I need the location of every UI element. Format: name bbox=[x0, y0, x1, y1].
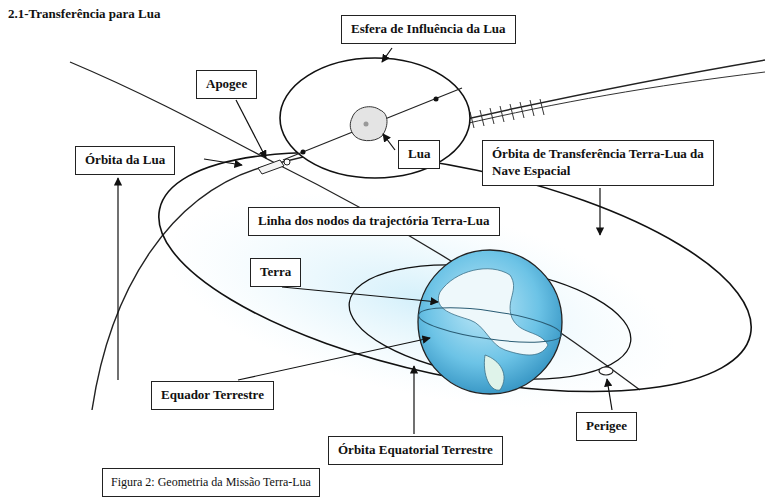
point bbox=[301, 150, 306, 155]
label-box: Perigee bbox=[576, 412, 637, 441]
label-text: Esfera de Influência da Lua bbox=[351, 21, 506, 38]
label-text: Equador Terrestre bbox=[161, 387, 264, 404]
figure-caption: Figura 2: Geometria da Missão Terra-Lua bbox=[102, 468, 320, 497]
label-box: Equador Terrestre bbox=[151, 381, 274, 410]
glow bbox=[146, 153, 694, 447]
perigee-point bbox=[599, 367, 613, 375]
page-title: 2.1-Transferência para Lua bbox=[8, 6, 161, 22]
spacecraft bbox=[258, 159, 290, 174]
label-box: Linha dos nodos da trajectória Terra-Lua bbox=[248, 207, 500, 236]
label-text: Perigee bbox=[586, 418, 627, 435]
label-box: Órbita Equatorial Terrestre bbox=[328, 436, 503, 465]
transfer-orbit bbox=[138, 107, 768, 436]
equatorial-orbit bbox=[342, 249, 638, 395]
label-text: Terra bbox=[260, 264, 291, 281]
label-box: Apogee bbox=[196, 70, 257, 99]
label-text: Linha dos nodos da trajectória Terra-Lua bbox=[258, 213, 490, 230]
label-text: Órbita da Lua bbox=[85, 152, 165, 169]
label-box: Terra bbox=[250, 258, 301, 287]
leader-lines bbox=[118, 48, 612, 434]
label-box: Esfera de Influência da Lua bbox=[341, 15, 516, 44]
label-box: Órbita de Transferência Terra-Lua da Nav… bbox=[482, 140, 714, 186]
label-text: Órbita de Transferência Terra-Lua da Nav… bbox=[492, 146, 704, 180]
sphere-of-influence bbox=[280, 58, 470, 178]
label-box: Órbita da Lua bbox=[75, 146, 175, 175]
label-box: Lua bbox=[398, 140, 440, 169]
moon bbox=[350, 107, 387, 141]
crater bbox=[364, 122, 369, 127]
equator bbox=[417, 301, 563, 349]
orbit-hatching bbox=[460, 72, 765, 128]
label-text: Órbita Equatorial Terrestre bbox=[338, 442, 493, 459]
continent bbox=[484, 355, 504, 390]
point bbox=[434, 97, 439, 102]
label-text: Lua bbox=[408, 146, 430, 163]
label-text: Apogee bbox=[206, 76, 247, 93]
